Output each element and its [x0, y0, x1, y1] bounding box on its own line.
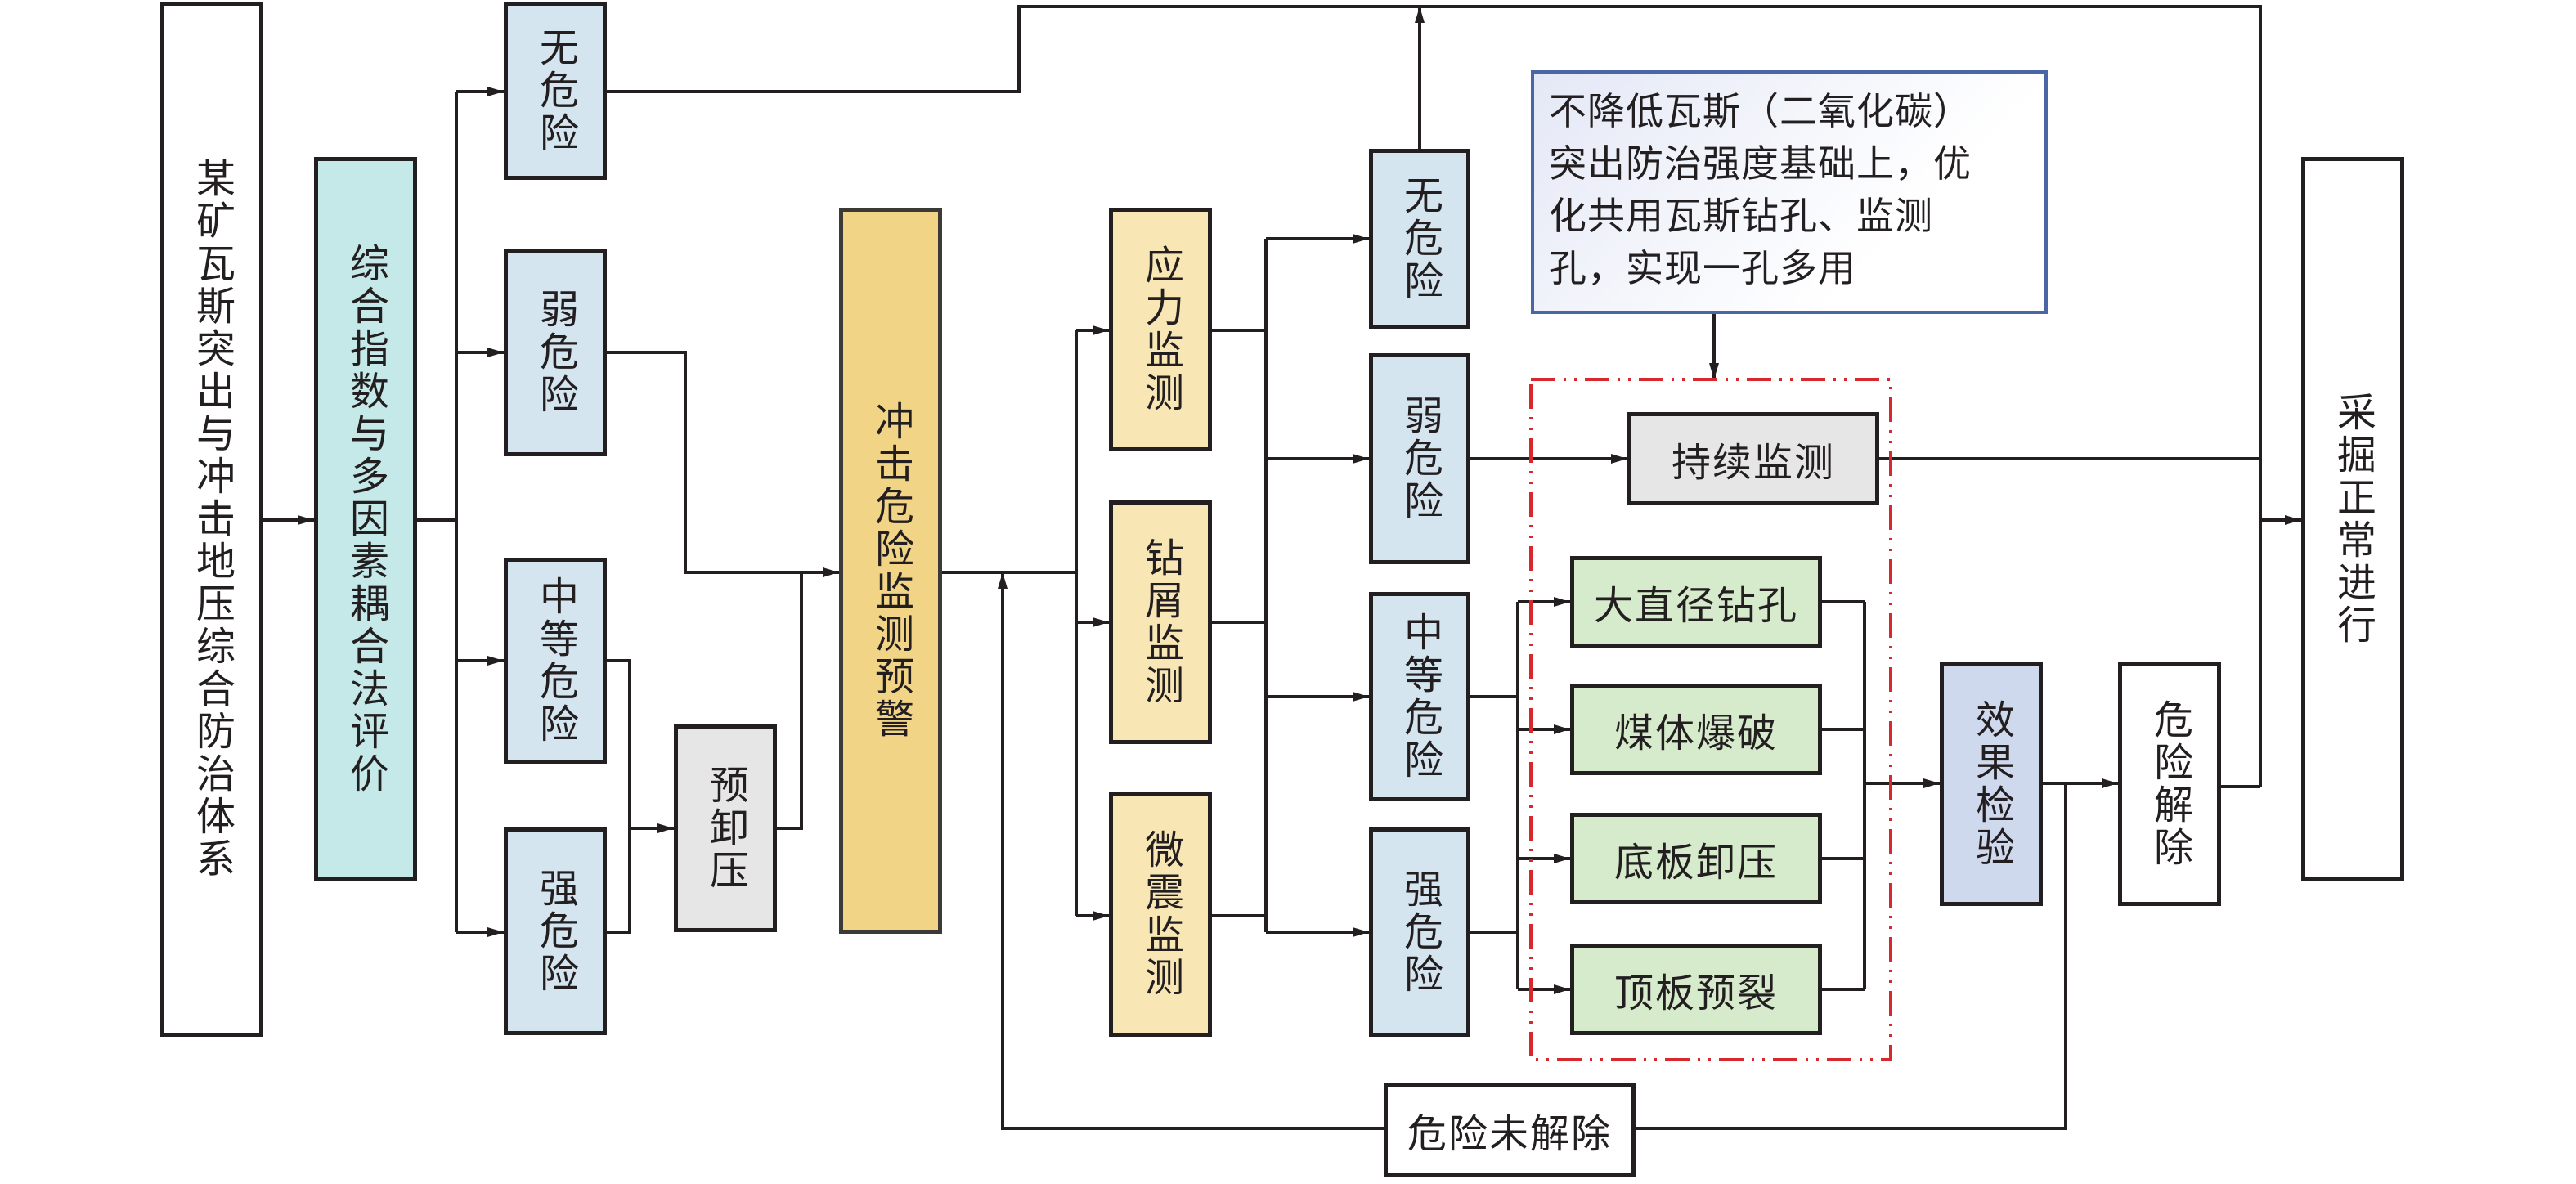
cuttings-monitoring-box: 钻屑监测: [1109, 500, 1212, 744]
warning-box: 冲击危险监测预警: [839, 208, 942, 934]
measure-label: 大直径钻孔: [1593, 583, 1798, 629]
measure-label: 顶板预裂: [1613, 971, 1778, 1016]
risk-label: 无危险: [1397, 175, 1443, 303]
measure-label: 底板卸压: [1613, 840, 1778, 886]
second-weak-risk-box: 弱危险: [1369, 353, 1470, 564]
system-root-label: 某矿瓦斯突出与冲击地压综合防治体系: [189, 158, 235, 881]
effect-check-label: 效果检验: [1968, 699, 2014, 869]
risk-label: 无危险: [532, 27, 578, 155]
second-strong-risk-box: 强危险: [1369, 827, 1470, 1037]
large-borehole-box: 大直径钻孔: [1570, 556, 1822, 648]
evaluation-label: 综合指数与多因素耦合法评价: [343, 243, 388, 796]
connector-no-risk-to-top: [607, 5, 2262, 787]
first-no-risk-box: 无危险: [504, 2, 607, 180]
continuous-monitoring-box: 持续监测: [1627, 412, 1879, 505]
risk-label: 中等危险: [1397, 612, 1443, 782]
first-weak-risk-box: 弱危险: [504, 249, 607, 456]
pre-relief-label: 预卸压: [702, 765, 748, 892]
risk-label: 弱危险: [1397, 395, 1443, 522]
roof-presplit-box: 顶板预裂: [1570, 944, 1822, 1035]
coal-blasting-box: 煤体爆破: [1570, 684, 1822, 775]
floor-relief-box: 底板卸压: [1570, 813, 1822, 904]
note-line: 突出防治强度基础上，优: [1549, 141, 1972, 186]
pre-relief-box: 预卸压: [674, 724, 777, 932]
warning-label: 冲击危险监测预警: [868, 401, 913, 741]
normal-mining-label: 采掘正常进行: [2330, 392, 2376, 647]
note-line: 化共用瓦斯钻孔、监测: [1549, 194, 1933, 238]
first-medium-risk-box: 中等危险: [504, 558, 607, 764]
risk-cleared-box: 危险解除: [2118, 662, 2221, 906]
connector-prerelief-to-warning: [777, 572, 803, 830]
second-medium-risk-box: 中等危险: [1369, 592, 1470, 801]
note-line: 孔，实现一孔多用: [1549, 246, 1856, 290]
microseismic-monitoring-box: 微震监测: [1109, 792, 1212, 1037]
optimization-note: 不降低瓦斯（二氧化碳） 突出防治强度基础上，优 化共用瓦斯钻孔、监测 孔，实现一…: [1531, 70, 2048, 314]
second-no-risk-box: 无危险: [1369, 149, 1470, 329]
measure-label: 煤体爆破: [1613, 711, 1778, 756]
risk-label: 中等危险: [532, 576, 578, 746]
first-strong-risk-box: 强危险: [504, 827, 607, 1035]
continuous-monitoring-label: 持续监测: [1671, 440, 1835, 486]
monitoring-label: 钻屑监测: [1138, 537, 1183, 707]
monitoring-label: 微震监测: [1138, 829, 1183, 999]
system-root-box: 某矿瓦斯突出与冲击地压综合防治体系: [160, 2, 263, 1037]
risk-label: 强危险: [1397, 868, 1443, 996]
risk-cleared-label: 危险解除: [2147, 699, 2192, 869]
stress-monitoring-box: 应力监测: [1109, 208, 1212, 451]
connector-medium-to-prerelief: [607, 659, 631, 934]
evaluation-box: 综合指数与多因素耦合法评价: [314, 157, 417, 881]
effect-check-box: 效果检验: [1940, 662, 2043, 906]
risk-not-cleared-box: 危险未解除: [1384, 1083, 1636, 1177]
note-line: 不降低瓦斯（二氧化碳）: [1549, 89, 1972, 133]
measures-region-outline: [1529, 378, 1892, 1061]
normal-mining-box: 采掘正常进行: [2301, 157, 2404, 881]
connector-weak-risk-to-warning: [607, 351, 839, 577]
monitoring-label: 应力监测: [1138, 244, 1183, 415]
connector-feedback-loop: [1636, 783, 2067, 1130]
risk-label: 弱危险: [532, 289, 578, 416]
risk-not-cleared-label: 危险未解除: [1407, 1111, 1612, 1157]
risk-label: 强危险: [532, 868, 578, 995]
